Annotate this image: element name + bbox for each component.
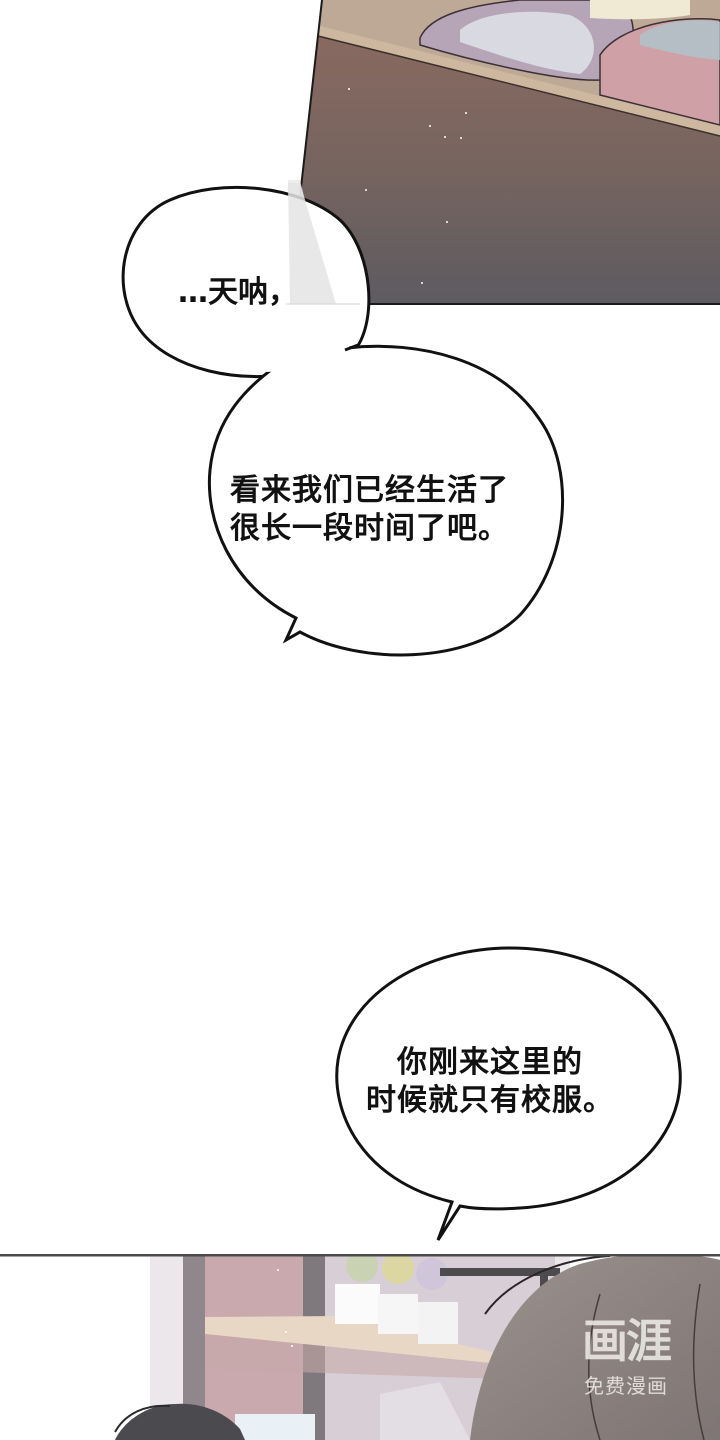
- bubble-2-line-2: 很长一段时间了吧。: [230, 510, 509, 546]
- watermark-logo: 画涯: [582, 1314, 672, 1368]
- watermark: 画涯 免费漫画: [566, 1318, 686, 1399]
- bubble-3-line-2: 时候就只有校服。: [366, 1082, 614, 1118]
- watermark-subtitle: 免费漫画: [584, 1374, 668, 1398]
- speech-bubble-1: …天呐，: [178, 274, 298, 312]
- speech-bubble-3-shape: [320, 940, 700, 1250]
- top-panel: [0, 0, 720, 310]
- bubble-1-line-1: …天呐，: [178, 275, 298, 310]
- speech-bubble-3: 你刚来这里的 时候就只有校服。: [366, 1044, 614, 1119]
- speech-bubble-2-outline: [207, 344, 565, 657]
- bottom-panel: [0, 1254, 720, 1440]
- bubble-3-line-1: 你刚来这里的: [397, 1045, 583, 1080]
- bubble-2-line-1: 看来我们已经生活了: [230, 473, 509, 508]
- speech-bubble-2: 看来我们已经生活了 很长一段时间了吧。: [230, 472, 509, 547]
- speech-bubble-group: [0, 0, 720, 700]
